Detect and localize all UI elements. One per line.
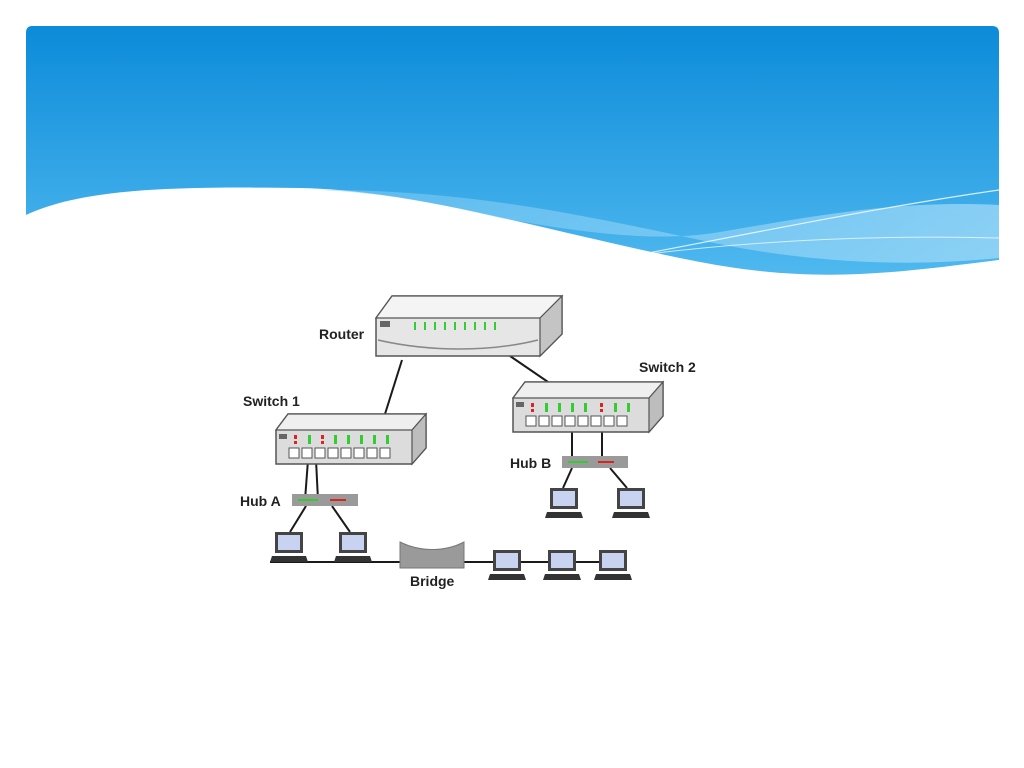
- switch1-leds: [294, 435, 389, 444]
- bridge-label: Bridge: [410, 573, 455, 589]
- switch2-label: Switch 2: [639, 359, 696, 375]
- switch1-label: Switch 1: [243, 393, 300, 409]
- laptop-icon: [543, 550, 581, 580]
- hub-b-label: Hub B: [510, 455, 551, 471]
- hub-a-label: Hub A: [240, 493, 281, 509]
- huba-laptop2-link: [331, 505, 351, 533]
- hub-a-icon: [292, 494, 358, 506]
- laptop-icon: [594, 550, 632, 580]
- switch2-leds: [531, 403, 630, 412]
- switch1-icon: [274, 412, 428, 466]
- slide-header-banner: [26, 26, 1000, 290]
- switch2-ports: [525, 415, 628, 427]
- switch1-huba-link: [304, 459, 309, 501]
- router-switch2-link: [509, 355, 549, 383]
- router-leds: [414, 322, 496, 330]
- router-switch1-link: [384, 359, 403, 415]
- bridge-icon: [399, 541, 465, 569]
- router-icon: [374, 294, 564, 358]
- hubb-laptop1-link: [562, 467, 573, 489]
- router-label: Router: [319, 326, 365, 342]
- switch1-ports: [288, 447, 391, 459]
- huba-laptop1-link: [289, 505, 307, 533]
- switch1-huba-link-2: [315, 459, 319, 501]
- laptop-icon: [545, 488, 583, 518]
- hub-b-icon: [562, 456, 628, 468]
- laptop-icon: [488, 550, 526, 580]
- laptop-icon: [612, 488, 650, 518]
- laptop-icon: [270, 532, 308, 562]
- switch2-icon: [511, 380, 665, 434]
- laptop-icon: [334, 532, 372, 562]
- hubb-laptop2-link: [609, 467, 628, 489]
